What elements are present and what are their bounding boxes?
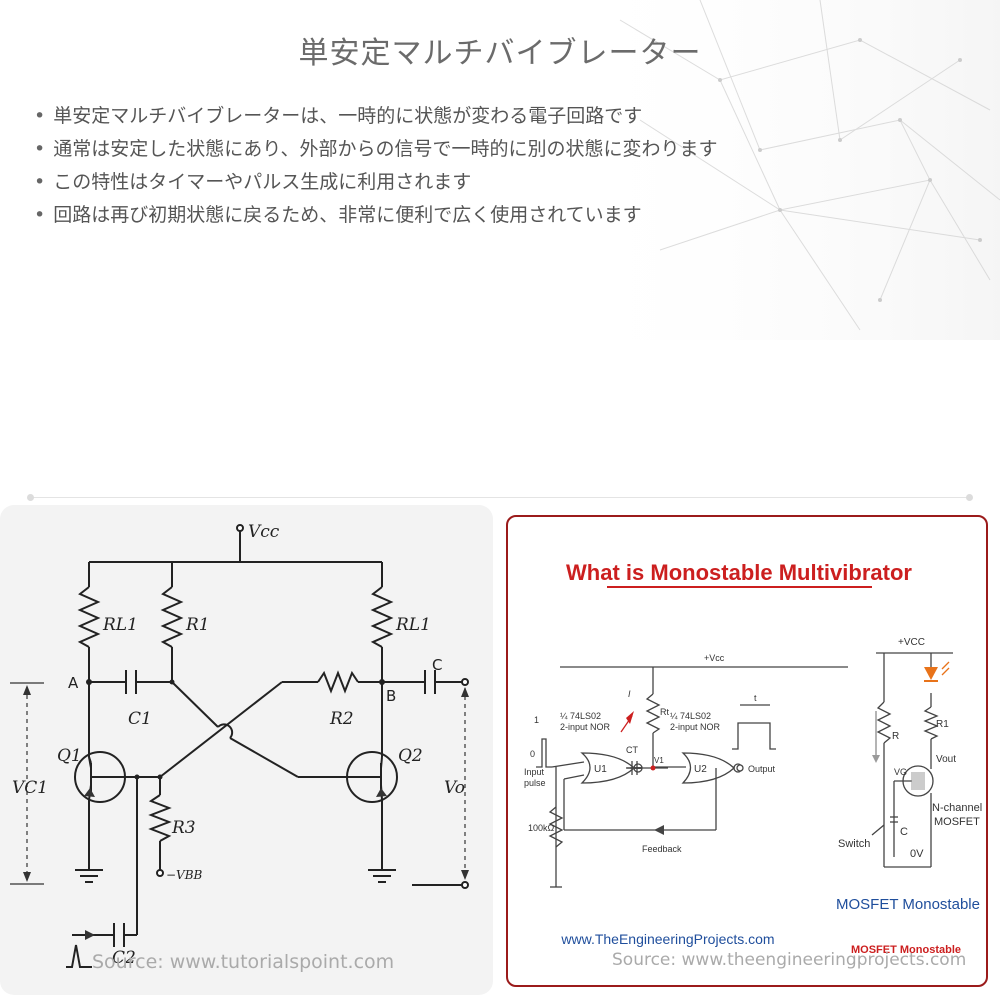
bullet-list: 単安定マルチバイブレーターは、一時的に状態が変わる電子回路です 通常は安定した状… [34, 100, 934, 232]
divider-line [30, 497, 970, 498]
label-r1: R1 [185, 615, 210, 635]
label-100k: 100kΩ [528, 823, 555, 833]
label-vcc-rail: +Vcc [704, 653, 725, 663]
right-source-caption: Source: www.theengineeringprojects.com [612, 950, 967, 970]
label-rl1-left: RL1 [102, 615, 138, 635]
left-circuit-image: Vcc RL1 R1 RL1 C1 R2 Q1 Q2 VC1 Vo R3 −VB… [0, 505, 493, 995]
label-c: C [432, 656, 442, 674]
label-mosfet-c: C [900, 826, 908, 838]
label-vc1: VC1 [12, 778, 48, 798]
label-rt: Rt [660, 707, 669, 717]
label-r2: R2 [329, 709, 354, 729]
label-vo: Vo [444, 778, 465, 798]
mosfet-tag: MOSFET Monostable [851, 944, 961, 956]
label-output: Output [748, 764, 776, 774]
label-c1: C1 [128, 709, 152, 729]
right-figure-heading: What is Monostable Multivibrator [566, 560, 912, 585]
label-vcc: Vcc [248, 522, 280, 542]
label-gate2-type: ¼ 74LS02 [670, 711, 711, 721]
divider-dot [27, 494, 34, 501]
label-vbb: −VBB [166, 868, 203, 882]
label-mosfet-vcc: +VCC [898, 637, 925, 648]
bullet-item: 単安定マルチバイブレーターは、一時的に状態が変わる電子回路です [34, 100, 934, 133]
label-u1: U1 [594, 764, 607, 775]
right-circuit-image: What is Monostable Multivibrator [506, 515, 988, 987]
label-i: I [628, 689, 631, 699]
bullet-item: 通常は安定した状態にあり、外部からの信号で一時的に別の状態に変わります [34, 133, 934, 166]
label-t: t [754, 693, 757, 703]
label-c2: C2 [112, 948, 136, 968]
label-v1: V1 [654, 756, 664, 765]
label-rl1-right: RL1 [395, 615, 431, 635]
label-node-b: B [386, 687, 396, 705]
label-gate1-type: ¼ 74LS02 [560, 711, 601, 721]
left-source-caption: Source: www.tutorialspoint.com [92, 951, 395, 973]
label-feedback: Feedback [642, 844, 682, 854]
label-mosfet-r1: R1 [936, 719, 949, 730]
label-0v: 0V [910, 848, 924, 860]
label-nchannel: N-channel [932, 802, 982, 814]
label-input-pulse-2: pulse [524, 778, 546, 788]
label-q1: Q1 [57, 746, 82, 766]
label-q2: Q2 [398, 746, 423, 766]
label-ct: CT [626, 745, 638, 755]
bullet-item: 回路は再び初期状態に戻るため、非常に便利で広く使用されています [34, 199, 934, 232]
label-zero: 0 [530, 749, 535, 759]
nor-mosfet-circuit-diagram: What is Monostable Multivibrator [524, 560, 982, 956]
label-gate1-desc: 2-input NOR [560, 722, 611, 732]
label-mosfet-vout: Vout [936, 754, 956, 765]
label-one: 1 [534, 715, 539, 725]
label-gate2-desc: 2-input NOR [670, 722, 721, 732]
label-r3: R3 [171, 818, 196, 838]
label-switch: Switch [838, 838, 870, 850]
label-mosfet-r: R [892, 731, 899, 742]
mosfet-caption: MOSFET Monostable [836, 896, 980, 913]
page-title: 単安定マルチバイブレーター [298, 36, 702, 71]
label-u2: U2 [694, 764, 707, 775]
transistor-circuit-diagram: Vcc RL1 R1 RL1 C1 R2 Q1 Q2 VC1 Vo R3 −VB… [10, 522, 469, 968]
divider-dot [966, 494, 973, 501]
background-texture [560, 0, 1000, 340]
label-input-pulse-1: Input [524, 767, 545, 777]
bullet-item: この特性はタイマーやパルス生成に利用されます [34, 166, 934, 199]
label-node-a: A [68, 674, 79, 692]
label-mosfet: MOSFET [934, 816, 980, 828]
label-mosfet-vg: VG [894, 767, 907, 777]
website-caption: www.TheEngineeringProjects.com [560, 931, 774, 947]
